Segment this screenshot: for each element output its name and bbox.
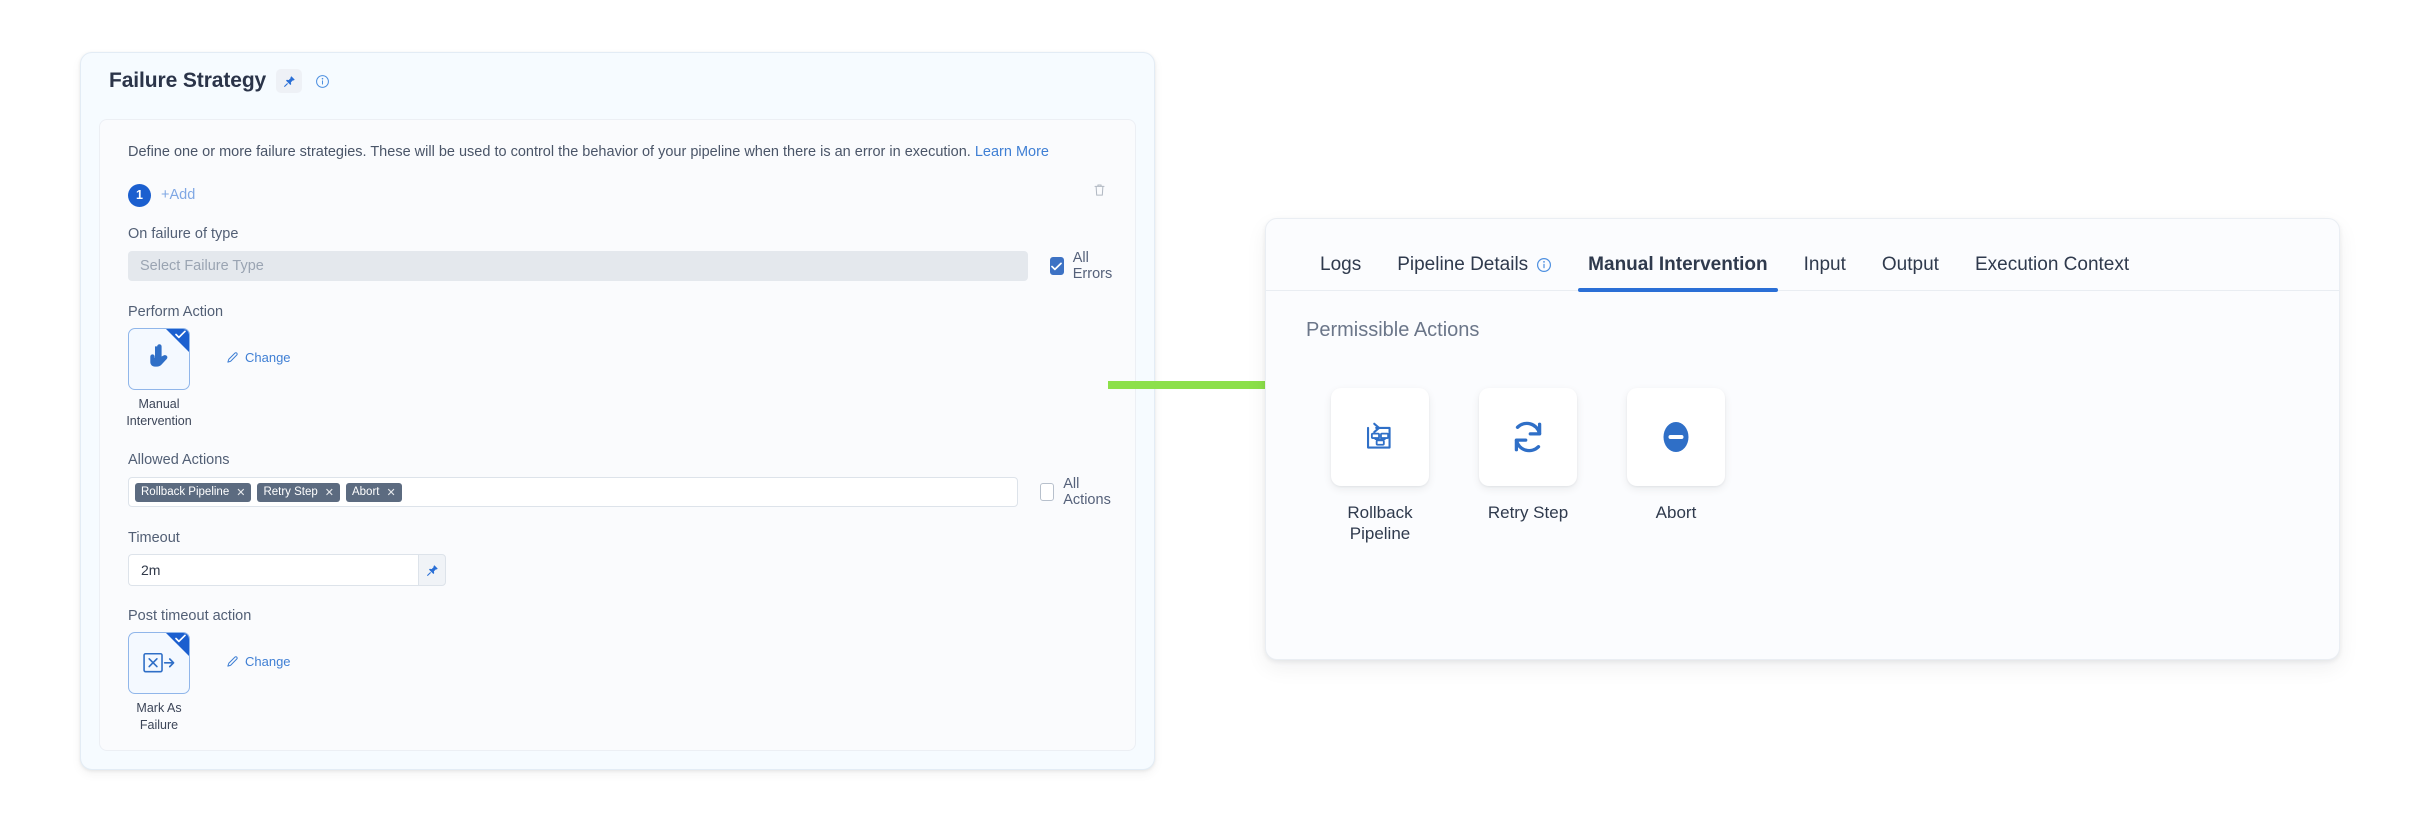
tab-label: Pipeline Details	[1397, 254, 1529, 275]
tab-label: Manual Intervention	[1588, 254, 1768, 275]
tab-logs[interactable]: Logs	[1302, 254, 1379, 290]
change-label: Change	[245, 654, 291, 670]
info-icon[interactable]	[1536, 257, 1552, 273]
allowed-actions-row: Rollback Pipeline ✕ Retry Step ✕ Abort ✕…	[128, 476, 1111, 508]
all-actions-checkbox[interactable]	[1040, 483, 1055, 502]
close-icon[interactable]: ✕	[324, 486, 334, 499]
page-title: Failure Strategy	[109, 69, 267, 92]
post-timeout-label: Post timeout action	[128, 608, 252, 625]
tab-label: Execution Context	[1974, 254, 2130, 275]
permissible-actions-title: Permissible Actions	[1306, 319, 1480, 341]
tab-label: Output	[1881, 254, 1939, 275]
perform-action-label: Perform Action	[128, 304, 224, 321]
permissible-actions-list: Rollback Pipeline Retry Step	[1306, 388, 2299, 545]
rollback-pipeline-button[interactable]	[1331, 388, 1429, 486]
change-post-timeout-action-button[interactable]: Change	[226, 654, 291, 669]
pencil-icon	[227, 352, 238, 363]
execution-details-panel: Logs Pipeline Details Manual Interventio…	[1265, 218, 2340, 660]
pencil-icon	[227, 656, 238, 667]
timeout-input[interactable]	[128, 554, 418, 587]
on-failure-label: On failure of type	[128, 226, 239, 243]
perform-action-row: Manual Intervention Change	[126, 328, 1107, 430]
info-icon[interactable]	[312, 71, 332, 91]
all-errors-checkbox-group[interactable]: All Errors	[1050, 250, 1116, 282]
trash-icon[interactable]	[1092, 182, 1107, 203]
action-label: Abort	[1655, 503, 1697, 522]
failure-type-row: Select Failure Type All Errors	[128, 250, 1112, 282]
all-errors-label: All Errors	[1072, 250, 1113, 283]
tab-output[interactable]: Output	[1864, 254, 1957, 290]
rollback-pipeline-icon	[1366, 422, 1391, 449]
add-strategy-button[interactable]: +Add	[161, 187, 196, 204]
mark-as-failure-icon	[143, 652, 175, 673]
action-label: Rollback Pipeline	[1347, 503, 1413, 544]
action-label: Retry Step	[1487, 503, 1569, 522]
retry-refresh-icon	[1514, 421, 1542, 453]
failure-strategy-card: Failure Strategy Define one or more fail…	[80, 52, 1155, 770]
failure-type-select[interactable]: Select Failure Type	[128, 251, 1028, 282]
tab-manual-intervention[interactable]: Manual Intervention	[1570, 254, 1785, 292]
tab-label: Logs	[1320, 254, 1362, 275]
selected-corner	[166, 633, 189, 657]
manual-intervention-caption: Manual Intervention	[126, 397, 192, 429]
tab-execution-context[interactable]: Execution Context	[1957, 254, 2147, 290]
pin-icon[interactable]	[276, 69, 303, 93]
action-retry-step: Retry Step	[1454, 388, 1602, 545]
description-text: Define one or more failure strategies. T…	[128, 142, 1107, 162]
allowed-actions-input[interactable]: Rollback Pipeline ✕ Retry Step ✕ Abort ✕	[128, 477, 1018, 508]
selected-corner	[166, 329, 189, 353]
chip-label: Rollback Pipeline	[141, 486, 230, 499]
chip-rollback-pipeline[interactable]: Rollback Pipeline ✕	[135, 482, 252, 502]
change-perform-action-button[interactable]: Change	[226, 350, 291, 365]
learn-more-link[interactable]: Learn More	[974, 144, 1049, 160]
manual-intervention-body: Permissible Actions Rollback Pipel	[1266, 291, 2339, 545]
chip-abort[interactable]: Abort ✕	[345, 482, 402, 502]
chip-label: Retry Step	[263, 486, 318, 499]
strategy-add-row: 1 +Add	[128, 180, 1107, 210]
mark-as-failure-tile[interactable]	[128, 632, 190, 695]
timeout-row	[128, 554, 1107, 587]
abort-minus-circle-icon	[1663, 422, 1689, 452]
change-label: Change	[245, 350, 291, 366]
all-actions-checkbox-group[interactable]: All Actions	[1040, 476, 1115, 508]
manual-intervention-tile[interactable]	[128, 328, 190, 391]
description-sentence: Define one or more failure strategies. T…	[128, 144, 971, 160]
retry-step-button[interactable]	[1479, 388, 1577, 486]
allowed-actions-label: Allowed Actions	[128, 452, 230, 469]
tab-pipeline-details[interactable]: Pipeline Details	[1379, 254, 1570, 290]
manual-intervention-hand-icon	[150, 344, 168, 367]
all-errors-checkbox[interactable]	[1050, 257, 1064, 276]
chip-label: Abort	[351, 486, 380, 499]
mark-as-failure-caption: Mark As Failure	[136, 701, 182, 732]
tab-bar: Logs Pipeline Details Manual Interventio…	[1266, 219, 2339, 292]
abort-button[interactable]	[1627, 388, 1725, 486]
check-icon	[175, 330, 186, 342]
timeout-pin-icon[interactable]	[418, 554, 446, 587]
timeout-label: Timeout	[128, 530, 180, 547]
action-rollback-pipeline: Rollback Pipeline	[1306, 388, 1454, 545]
check-icon	[175, 634, 186, 646]
tab-input[interactable]: Input	[1786, 254, 1864, 290]
failure-strategy-body: Define one or more failure strategies. T…	[99, 119, 1136, 751]
action-abort: Abort	[1602, 388, 1750, 545]
all-actions-label: All Actions	[1063, 476, 1111, 509]
post-timeout-action-row: Mark As Failure Change	[128, 632, 1107, 734]
tab-label: Input	[1803, 254, 1846, 275]
chip-retry-step[interactable]: Retry Step ✕	[257, 482, 340, 502]
strategy-index-badge[interactable]: 1	[128, 183, 151, 207]
failure-strategy-header: Failure Strategy	[81, 53, 1154, 103]
close-icon[interactable]: ✕	[386, 486, 396, 499]
close-icon[interactable]: ✕	[236, 486, 246, 499]
